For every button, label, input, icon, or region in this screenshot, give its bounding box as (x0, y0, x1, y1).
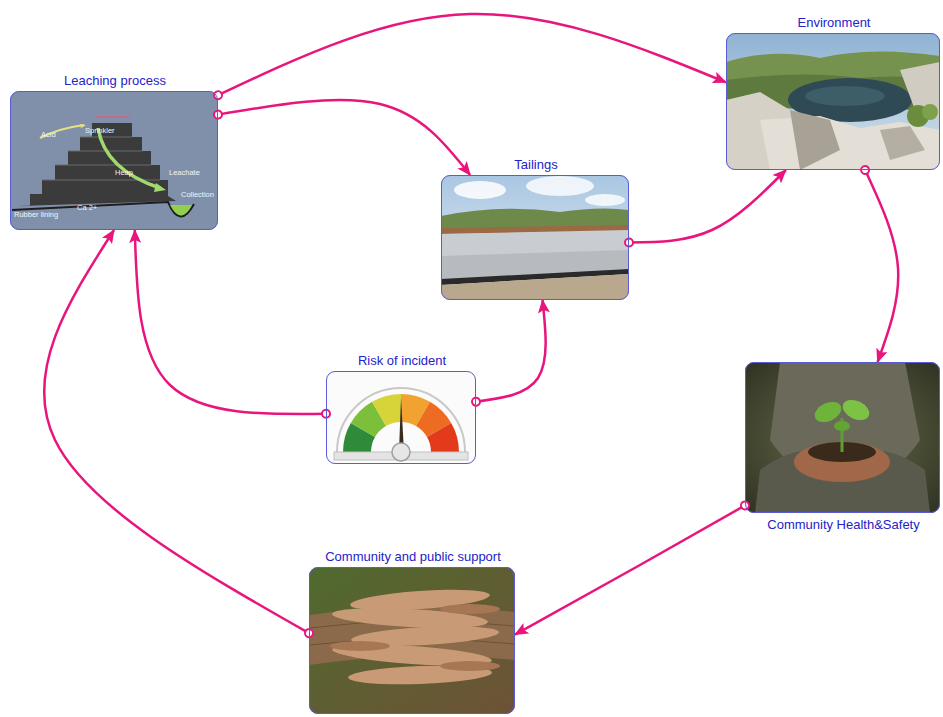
flow-arrow (476, 300, 546, 402)
seedling-photo (745, 362, 940, 513)
picture-box: Community and public support (309, 567, 515, 714)
picture-box: Risk of incident (326, 371, 476, 464)
node-title: Community Health&Safety (767, 517, 919, 533)
picture-box: Environment (726, 33, 940, 170)
node-title: Leaching process (64, 73, 166, 89)
hands-photo (309, 567, 515, 714)
picture-label: Leachate (169, 168, 200, 177)
picture-label: Acid (41, 130, 56, 139)
landscape-photo (726, 33, 940, 170)
flow-arrow (135, 230, 326, 414)
picture-box: Tailings (441, 175, 629, 300)
picture-box: Leaching processAcidSprinklerHeapLeachat… (10, 91, 218, 230)
flow-arrow (218, 14, 726, 95)
flow-arrow (865, 170, 898, 362)
flow-arrow (515, 505, 745, 634)
picture-label: Rubber lining (14, 210, 58, 219)
picture-label: Sprinkler (85, 126, 115, 135)
node-title: Environment (798, 15, 871, 31)
flow-arrow (218, 100, 470, 175)
heap-leach-picture (10, 91, 218, 230)
tailings-pond-photo (441, 175, 629, 300)
node-title: Community and public support (325, 549, 501, 565)
flow-arrow (629, 170, 786, 243)
picture-label: Heap (115, 168, 133, 177)
risk-gauge (326, 371, 476, 464)
picture-label: Collection (181, 190, 214, 199)
picture-box: Community Health&Safety (745, 362, 940, 513)
flow-arrow (44, 230, 309, 633)
picture-label: Ca 2+ (77, 203, 97, 212)
node-title: Risk of incident (358, 353, 446, 369)
node-title: Tailings (514, 157, 557, 173)
